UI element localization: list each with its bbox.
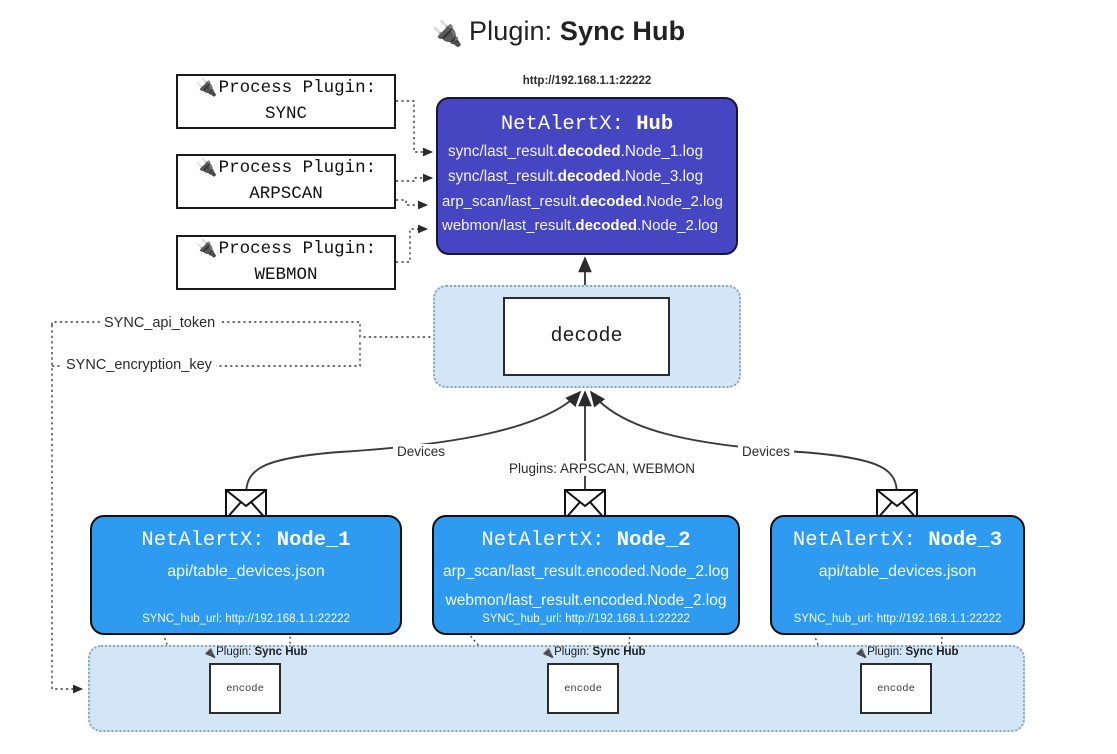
- node-box-node-3[interactable]: NetAlertX: Node_3 api/table_devices.json…: [770, 515, 1025, 635]
- encode-plugin-label-1: 🔌Plugin: Sync Hub: [202, 646, 308, 659]
- node-row: api/table_devices.json: [818, 563, 977, 580]
- node-title: NetAlertX: Node_1: [141, 529, 351, 552]
- node-title-name: Node_2: [616, 529, 691, 552]
- page-title-name: Sync Hub: [559, 16, 686, 46]
- process-plugin-name: ARPSCAN: [249, 184, 323, 204]
- process-plugin-name: WEBMON: [254, 265, 318, 285]
- plug-icon: 🔌: [195, 79, 218, 100]
- envelope-icon-node-3: [876, 489, 918, 520]
- hub-log-4: webmon/last_result.decoded.Node_2.log: [442, 217, 718, 234]
- node-row: webmon/last_result.encoded.Node_2.log: [445, 592, 727, 609]
- node-title: NetAlertX: Node_3: [792, 529, 1003, 552]
- hub-title-prefix: NetAlertX:: [500, 113, 624, 136]
- plug-icon: 🔌: [195, 240, 218, 261]
- process-plugin-name: SYNC: [264, 104, 307, 124]
- hub-url: http://192.168.1.1:22222: [522, 75, 652, 87]
- encode-box-1[interactable]: encode: [209, 663, 281, 714]
- node-row: arp_scan/last_result.encoded.Node_2.log: [442, 563, 730, 580]
- edge-label-devices-right: Devices: [738, 444, 795, 459]
- edge-label-sync-encryption-key: SYNC_encryption_key: [62, 357, 216, 373]
- node-hub-url: SYNC_hub_url: http://192.168.1.1:22222: [482, 613, 690, 625]
- encode-plugin-label-3: 🔌Plugin: Sync Hub: [853, 646, 959, 659]
- process-plugin-label: Process Plugin:: [218, 158, 377, 179]
- plug-icon: 🔌: [853, 647, 868, 659]
- hub-log-3: arp_scan/last_result.decoded.Node_2.log: [442, 193, 723, 210]
- envelope-icon-node-2: [564, 489, 606, 520]
- plug-icon: 🔌: [540, 647, 555, 659]
- node-hub-url: SYNC_hub_url: http://192.168.1.1:22222: [793, 613, 1002, 625]
- process-plugin-label: Process Plugin:: [218, 239, 377, 260]
- decode-box[interactable]: decode: [503, 297, 670, 376]
- edge-label-devices-left: Devices: [393, 444, 450, 459]
- hub-log-2: sync/last_result.decoded.Node_3.log: [448, 168, 704, 185]
- edge-label-sync-api-token: SYNC_api_token: [100, 315, 220, 331]
- node-title: NetAlertX: Node_2: [481, 529, 691, 552]
- process-plugin-sync[interactable]: 🔌Process Plugin: SYNC: [176, 74, 396, 129]
- process-plugin-webmon[interactable]: 🔌Process Plugin: WEBMON: [176, 235, 396, 290]
- node-box-node-1[interactable]: NetAlertX: Node_1 api/table_devices.json…: [90, 515, 402, 635]
- plug-icon: 🔌: [195, 159, 218, 180]
- process-plugin-label: Process Plugin:: [218, 78, 377, 99]
- page-title-prefix: Plugin:: [469, 16, 553, 46]
- hub-title: NetAlertX: Hub: [438, 113, 736, 136]
- node-row: api/table_devices.json: [167, 563, 325, 580]
- page-title: 🔌Plugin: Sync Hub: [0, 16, 1117, 49]
- process-plugin-arpscan[interactable]: 🔌Process Plugin: ARPSCAN: [176, 154, 396, 209]
- edge-label-plugins: Plugins: ARPSCAN, WEBMON: [505, 461, 700, 476]
- hub-node[interactable]: NetAlertX: Hub sync/last_result.decoded.…: [436, 97, 738, 255]
- hub-log-1: sync/last_result.decoded.Node_1.log: [448, 143, 704, 160]
- envelope-icon-node-1: [225, 489, 267, 520]
- encode-box-3[interactable]: encode: [860, 663, 932, 714]
- node-title-name: Node_3: [928, 529, 1003, 552]
- plug-icon: 🔌: [431, 20, 464, 48]
- plug-icon: 🔌: [202, 647, 217, 659]
- encode-plugin-label-2: 🔌Plugin: Sync Hub: [540, 646, 646, 659]
- node-title-name: Node_1: [276, 529, 351, 552]
- encode-box-2[interactable]: encode: [547, 663, 619, 714]
- hub-title-name: Hub: [636, 113, 674, 136]
- node-hub-url: SYNC_hub_url: http://192.168.1.1:22222: [142, 613, 350, 625]
- node-box-node-2[interactable]: NetAlertX: Node_2 arp_scan/last_result.e…: [432, 515, 740, 635]
